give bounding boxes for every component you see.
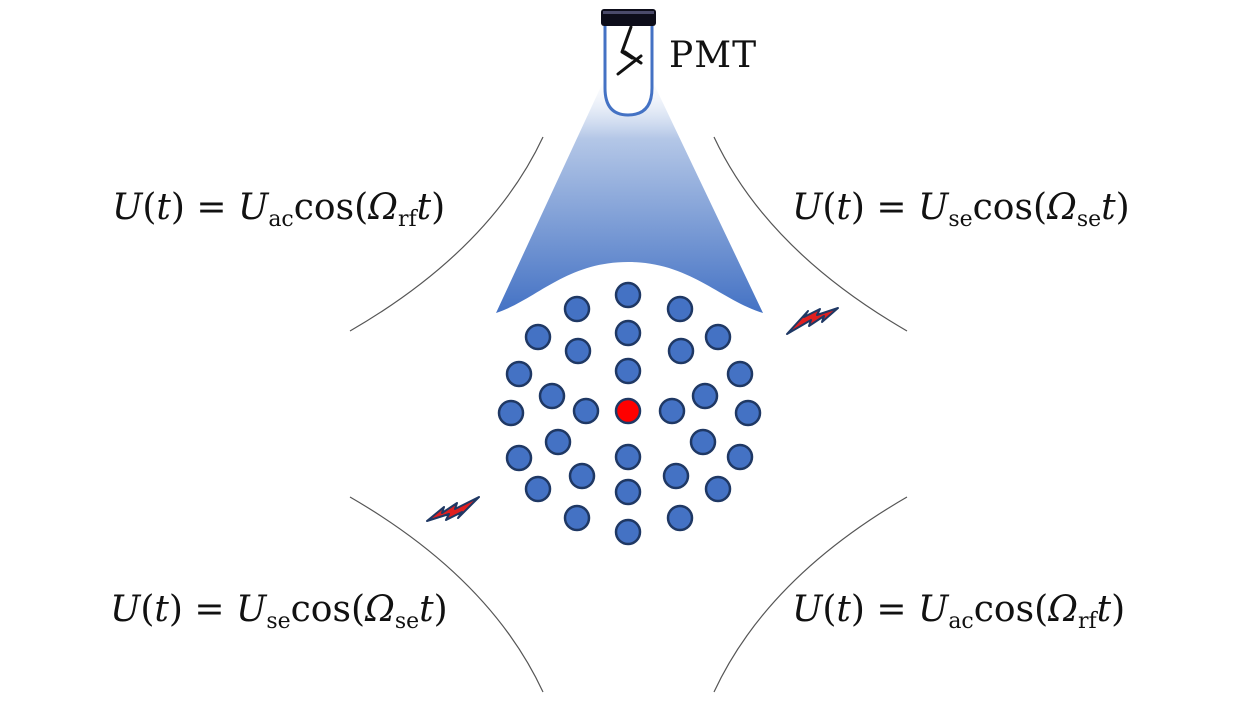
eq-arg: t	[836, 589, 851, 630]
eq-amp: U	[917, 589, 949, 630]
ion	[666, 295, 694, 323]
pmt-photon-trace-icon	[616, 25, 643, 76]
ion	[662, 462, 690, 490]
equation-top-right: U(t) = Usecos(Ωset)	[792, 187, 1130, 232]
eq-lhs: U	[112, 187, 143, 228]
ion	[614, 443, 642, 471]
ion	[563, 295, 591, 323]
eq-arg-2: t	[416, 187, 432, 228]
eq-amp-sub: ac	[948, 609, 974, 634]
eq-amp: U	[235, 589, 267, 630]
eq-amp-sub: se	[948, 207, 973, 232]
ion	[505, 444, 533, 472]
eq-freq: Ω	[1048, 589, 1078, 630]
eq-amp-sub: ac	[268, 207, 294, 232]
equation-top-left: U(t) = Uaccos(Ωrft)	[112, 187, 446, 232]
eq-lhs: U	[792, 187, 823, 228]
eq-freq-sub: rf	[397, 207, 417, 232]
target-ion	[614, 397, 642, 425]
ion	[666, 504, 694, 532]
ion	[524, 323, 552, 351]
ion	[614, 281, 642, 309]
fluorescence-cone	[496, 80, 763, 313]
ion	[658, 397, 686, 425]
ion	[544, 428, 572, 456]
ion	[704, 475, 732, 503]
eq-freq-sub: se	[394, 609, 420, 634]
ion	[505, 360, 533, 388]
eq-freq-sub: se	[1076, 207, 1102, 232]
eq-lhs: U	[792, 589, 823, 630]
ion	[568, 462, 596, 490]
eq-func: cos	[972, 187, 1033, 228]
electrode-top-right	[713, 136, 908, 332]
ion	[726, 360, 754, 388]
pmt-label: PMT	[669, 35, 758, 76]
ion	[689, 428, 717, 456]
ion	[538, 382, 566, 410]
lightning-icon-lower-left	[426, 496, 480, 522]
eq-arg-2: t	[1096, 589, 1112, 630]
equation-bottom-left: U(t) = Usecos(Ωset)	[110, 589, 448, 634]
eq-arg: t	[836, 187, 851, 228]
eq-freq-sub: rf	[1077, 609, 1097, 634]
ion-crystal	[497, 281, 762, 546]
eq-amp: U	[917, 187, 949, 228]
ion	[497, 399, 525, 427]
lightning-icon-upper-right	[786, 307, 839, 335]
electrode-bottom-left	[349, 496, 544, 693]
ion	[614, 518, 642, 546]
ion	[734, 399, 762, 427]
ion	[704, 323, 732, 351]
ion	[564, 337, 592, 365]
electrode-top-left	[349, 136, 544, 332]
pmt-detector	[601, 9, 656, 117]
ion	[726, 443, 754, 471]
ion	[667, 337, 695, 365]
ion	[572, 397, 600, 425]
eq-freq: Ω	[364, 589, 395, 630]
eq-amp: U	[237, 187, 269, 228]
ion	[563, 504, 591, 532]
ion	[614, 478, 642, 506]
ion	[524, 475, 552, 503]
electrode-bottom-right	[713, 496, 908, 693]
eq-func: cos	[973, 589, 1035, 630]
ion	[614, 319, 642, 347]
eq-func: cos	[293, 187, 355, 228]
eq-freq: Ω	[1046, 187, 1077, 228]
eq-arg: t	[154, 589, 169, 630]
eq-freq: Ω	[368, 187, 398, 228]
eq-func: cos	[290, 589, 351, 630]
eq-lhs: U	[110, 589, 141, 630]
ion	[614, 357, 642, 385]
eq-arg-2: t	[1101, 187, 1116, 228]
eq-arg: t	[156, 187, 171, 228]
equation-bottom-right: U(t) = Uaccos(Ωrft)	[792, 589, 1126, 634]
ion	[691, 382, 719, 410]
eq-arg-2: t	[419, 589, 434, 630]
pmt-tube	[603, 26, 654, 117]
eq-amp-sub: se	[266, 609, 291, 634]
